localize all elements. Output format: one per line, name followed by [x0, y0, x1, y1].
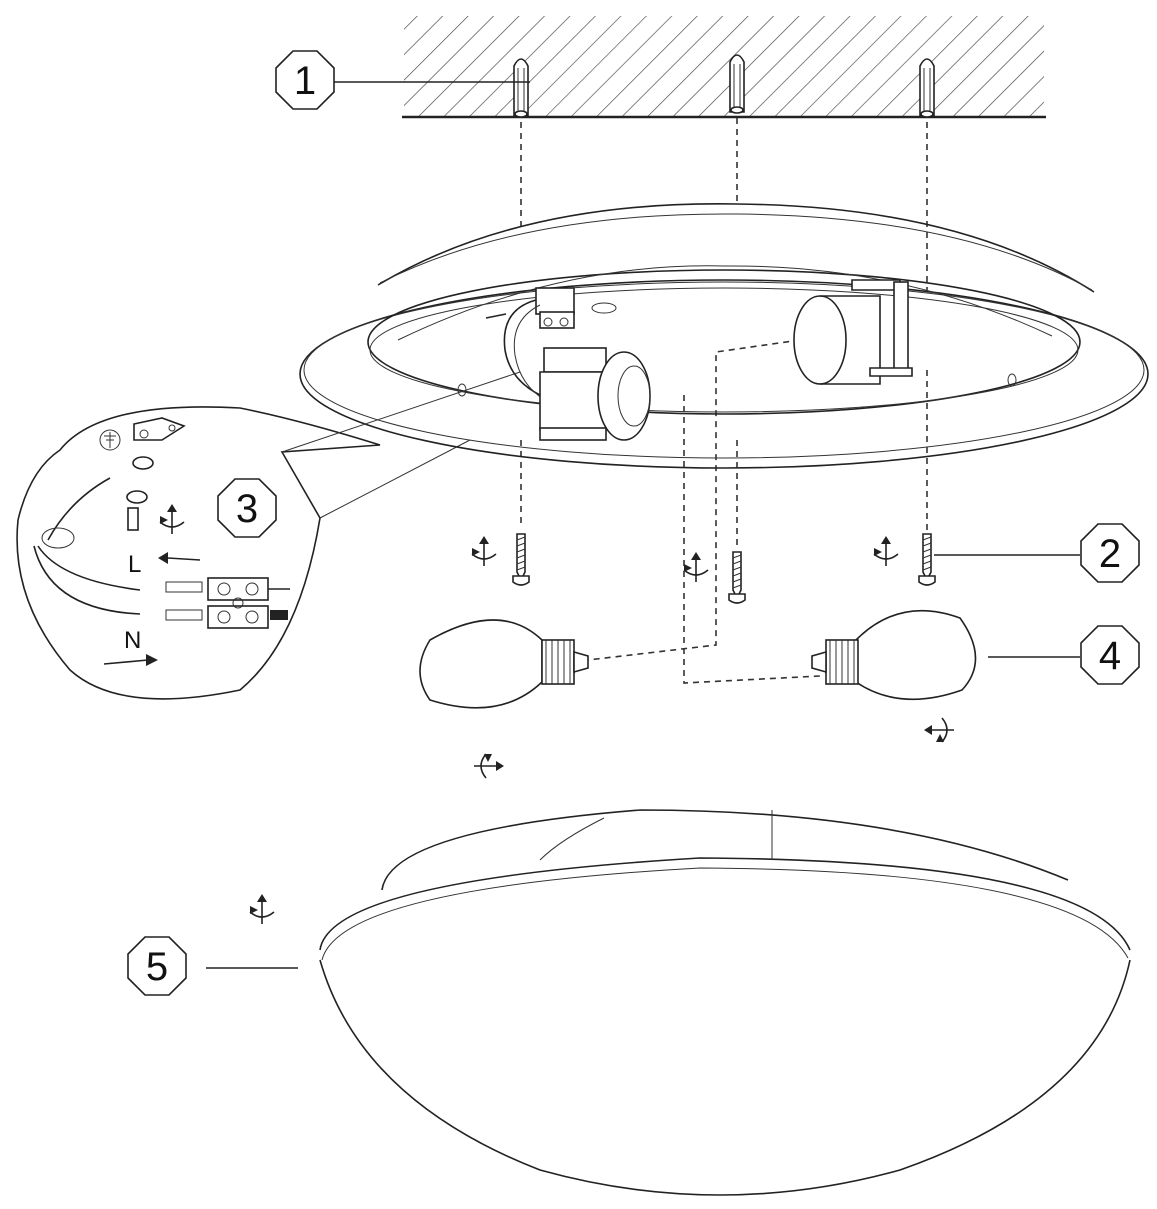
terminal-block-icon — [165, 577, 290, 629]
base-plate — [299, 203, 1149, 469]
screw-icon — [512, 533, 936, 604]
earth-symbol-icon — [99, 429, 121, 451]
callout-number: 5 — [146, 945, 168, 989]
callout-3: 3 — [217, 478, 277, 538]
callout-4: 4 — [1080, 625, 1140, 685]
callout-leaders — [206, 81, 1080, 969]
callout-5: 5 — [127, 936, 187, 996]
rotate-arrow-icon — [159, 503, 955, 925]
bulb-icon-right — [811, 609, 977, 701]
wiring-detail: L N — [16, 371, 521, 700]
callout-number: 4 — [1099, 634, 1121, 678]
lamp-holder-right — [793, 279, 913, 385]
neutral-label: N — [124, 627, 141, 654]
bulb-icon-left — [419, 619, 589, 709]
callout-number: 1 — [294, 59, 316, 103]
guide-lines — [520, 118, 928, 684]
lamp-holder-left — [539, 347, 651, 441]
ceiling — [402, 16, 1046, 119]
live-label: L — [128, 551, 141, 578]
glass-shade — [319, 809, 1131, 1196]
internal-terminal-block — [485, 287, 575, 401]
callout-number: 3 — [236, 487, 258, 531]
callout-number: 2 — [1099, 532, 1121, 576]
callout-1: 1 — [275, 50, 335, 110]
callout-2: 2 — [1080, 523, 1140, 583]
